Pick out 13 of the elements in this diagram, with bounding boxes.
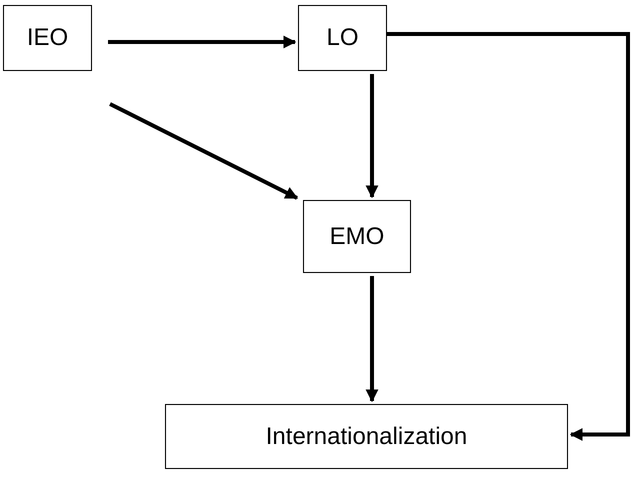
node-label: IEO xyxy=(26,24,68,52)
arrow xyxy=(108,36,296,48)
arrow xyxy=(109,102,298,200)
process-box xyxy=(303,200,411,273)
process-box xyxy=(298,5,387,71)
process-box xyxy=(165,404,568,469)
arrow xyxy=(387,32,630,441)
process-box xyxy=(3,5,92,71)
arrow xyxy=(366,74,378,198)
arrow xyxy=(366,276,378,402)
node-label: EMO xyxy=(330,222,384,250)
node-label: Internationalization xyxy=(266,422,468,450)
node-label: LO xyxy=(326,24,358,52)
